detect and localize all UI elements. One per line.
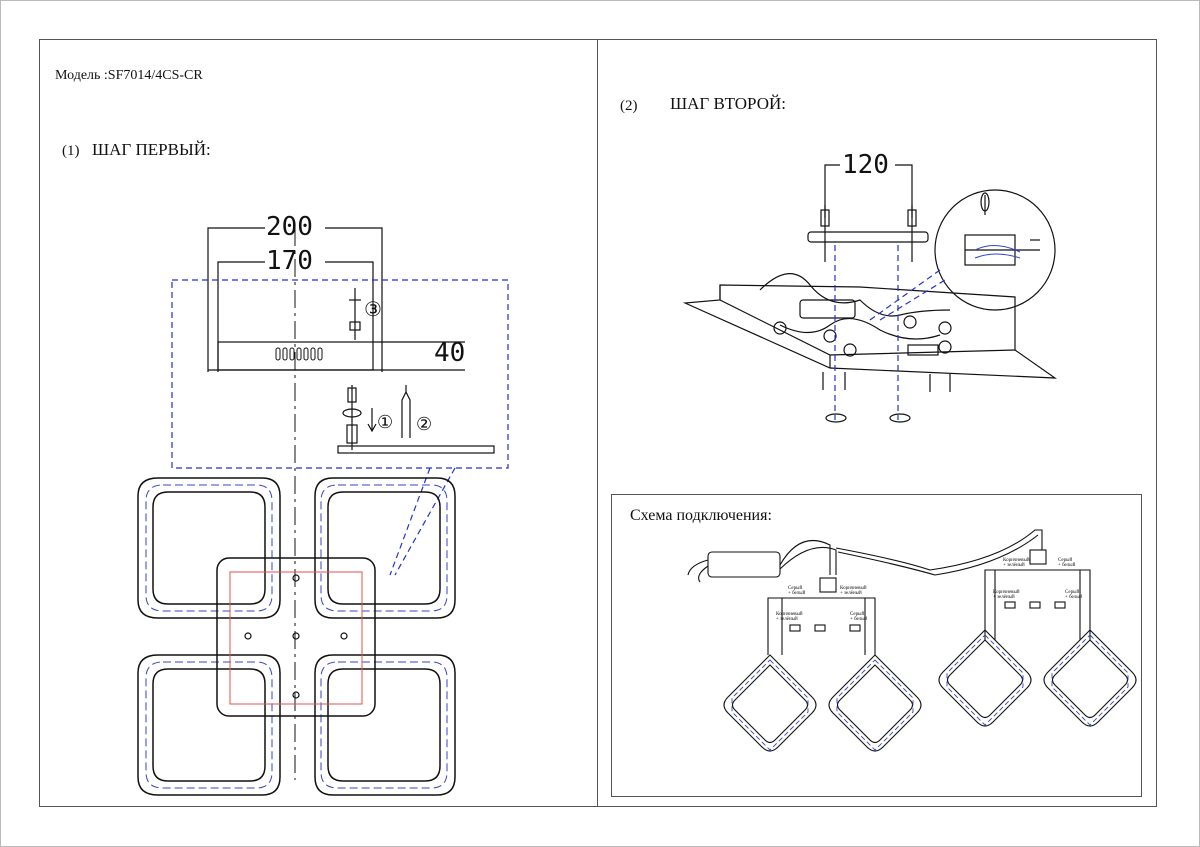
- ring-top-right: [314, 477, 456, 619]
- step1-diagram: [137, 227, 509, 796]
- central-base: [216, 557, 376, 717]
- marker-3: ③: [364, 299, 382, 321]
- dim-200-label: 200: [266, 212, 313, 242]
- wire-label-7: Коричневый + зелёный: [993, 590, 1020, 600]
- wiring-ring-4: [1043, 629, 1137, 727]
- dim-170-line: [217, 261, 265, 372]
- ceiling-plate: [337, 445, 495, 454]
- wire-label-8: Серый + белый: [1065, 590, 1083, 600]
- dim-200-line: [207, 227, 265, 372]
- ring-bottom-left: [137, 654, 281, 796]
- step2-bracket: [807, 231, 929, 243]
- led-driver: [707, 551, 781, 578]
- ring-top-left: [137, 477, 281, 619]
- step2-title: ШАГ ВТОРОЙ:: [670, 94, 786, 113]
- step1-number: (1): [62, 143, 80, 159]
- dim-120-line: [824, 164, 840, 218]
- step2-number: (2): [620, 98, 638, 114]
- wire-label-1: Серый + белый: [788, 586, 806, 596]
- wiring-ring-2: [828, 654, 922, 752]
- ring-bottom-right: [314, 654, 456, 796]
- wiring-ring-3: [938, 629, 1032, 727]
- wire-label-6: Серый + белый: [1058, 558, 1076, 568]
- dim-170-label: 170: [266, 246, 313, 276]
- wiring-title: Схема подключения:: [630, 507, 772, 524]
- wire-label-4: Серый + белый: [850, 612, 868, 622]
- marker-2: ②: [416, 414, 433, 434]
- model-label: Модель :SF7014/4CS-CR: [55, 68, 203, 83]
- dim-120-label: 120: [842, 150, 889, 180]
- wiring-ring-1: [723, 654, 817, 752]
- wire-label-3: Коричневый + зелёный: [776, 612, 803, 622]
- detail-callout: [171, 279, 509, 469]
- right-panel: [597, 39, 1157, 807]
- wire-label-2: Коричневый + зелёный: [840, 586, 867, 596]
- marker-1: ①: [377, 412, 394, 432]
- wire-label-5: Коричневый + зелёный: [1003, 558, 1030, 568]
- step1-title: ШАГ ПЕРВЫЙ:: [92, 140, 211, 159]
- dim-40-label: 40: [434, 338, 466, 368]
- wiring-panel: [611, 494, 1142, 797]
- terminal-zoom: [934, 189, 1056, 311]
